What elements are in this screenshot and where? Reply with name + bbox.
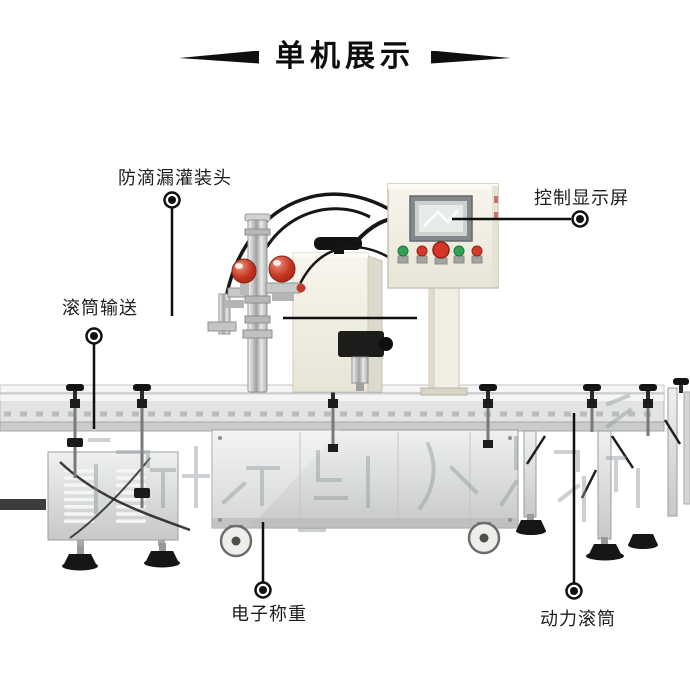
pressure-regulator bbox=[231, 258, 257, 295]
right-frame bbox=[516, 387, 690, 561]
callout-dots bbox=[85, 191, 589, 600]
section-title: 单机展示 bbox=[275, 40, 415, 73]
callout-dot-icon bbox=[85, 327, 103, 345]
left-cabinet bbox=[0, 451, 191, 571]
power-roller-label: 动力滚筒 bbox=[540, 609, 616, 629]
filling-head-label: 防滴漏灌装头 bbox=[118, 168, 232, 188]
caster-wheel bbox=[219, 524, 253, 558]
conveyor-clamps bbox=[66, 378, 689, 508]
machine-foot bbox=[62, 546, 98, 571]
callout-dot-icon bbox=[163, 191, 181, 209]
cable bbox=[296, 245, 391, 289]
callout-dot-icon bbox=[254, 581, 272, 599]
weighing-cabinet bbox=[211, 429, 519, 558]
electronic-weighing-label: 电子称重 bbox=[231, 604, 307, 624]
red-button bbox=[471, 245, 483, 257]
callout-dot-icon bbox=[565, 582, 583, 600]
pressure-regulator bbox=[265, 255, 306, 301]
callout-dot-icon bbox=[571, 210, 589, 228]
section-title-row: 单机展示 bbox=[0, 42, 690, 72]
machine-foot bbox=[144, 543, 180, 568]
control-screen-label: 控制显示屏 bbox=[534, 188, 629, 208]
panel-buttons bbox=[397, 241, 483, 265]
watermark-strokes bbox=[88, 393, 640, 532]
green-button bbox=[453, 245, 465, 257]
control-panel bbox=[387, 183, 499, 396]
machine-foot bbox=[628, 534, 658, 549]
roller-conveyor-label: 滚筒输送 bbox=[62, 298, 138, 318]
caster-wheel bbox=[467, 521, 501, 555]
machine-foot bbox=[516, 514, 546, 535]
green-button bbox=[397, 245, 409, 257]
red-button bbox=[416, 245, 428, 257]
machine-foot bbox=[586, 537, 624, 561]
left-support-arm bbox=[0, 499, 46, 510]
filling-unit bbox=[207, 192, 435, 393]
emergency-stop-button bbox=[432, 241, 450, 259]
callout-leaders bbox=[92, 208, 576, 583]
filling-valve bbox=[338, 331, 393, 391]
